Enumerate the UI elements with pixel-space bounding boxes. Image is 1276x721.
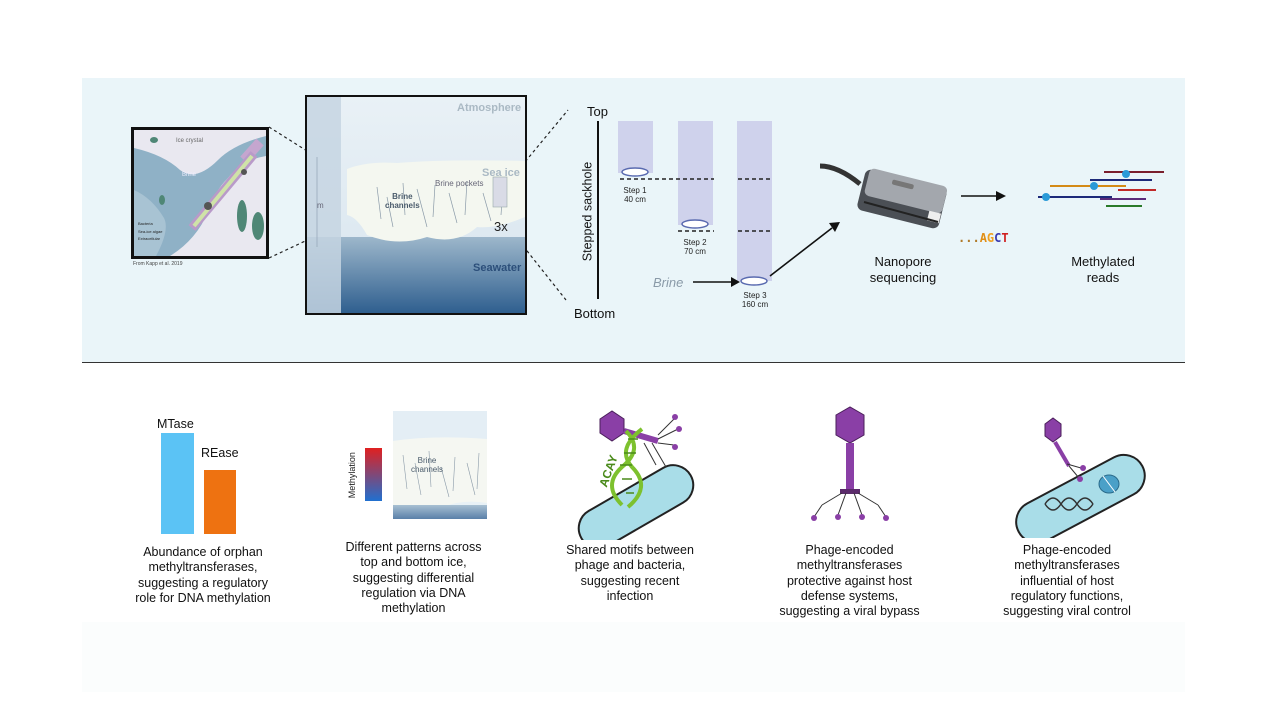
sackhole-axis-line — [597, 121, 599, 299]
inset-legend: Bacteria Sea-ice algae Extracellular — [138, 221, 186, 242]
sea-ice-block-illustration — [307, 97, 525, 313]
step-3-depth: 160 cm — [741, 300, 769, 310]
step-2-depth: 70 cm — [684, 247, 706, 257]
dna-base-c: C — [994, 231, 1002, 245]
caption-line: regulatory functions, — [1010, 588, 1124, 603]
brine-label: Brine — [182, 172, 197, 178]
caption-line: protective against host — [786, 573, 913, 588]
caption-line: role for DNA methylation — [135, 590, 271, 605]
caption-line: influential of host — [1020, 573, 1114, 588]
mtase-bar — [161, 433, 194, 534]
depth-marker-label: m — [317, 201, 324, 210]
sea-ice-microscale-inset: Ice crystal Brine Bacteria Sea-ice algae… — [131, 127, 269, 259]
sackhole-column-2 — [678, 121, 713, 225]
step-2-label: Step 2 70 cm — [672, 238, 718, 256]
caption-line: suggesting a viral bypass — [779, 604, 920, 618]
mini-brine-channels-label: Brine channels — [411, 456, 444, 475]
brine-pockets-label: Brine pockets — [435, 179, 484, 188]
brine-channels-line-1: Brine — [392, 192, 413, 201]
phage-dna-bacterium-illustration — [577, 410, 695, 540]
methylated-reads-icon — [1038, 170, 1164, 207]
legend-algae: Sea-ice algae — [138, 228, 163, 234]
brine-flow-label: Brine — [653, 275, 684, 290]
magnification-label: 3x — [494, 219, 508, 234]
caption-line: methyltransferases — [1014, 558, 1120, 573]
section-divider — [82, 362, 1185, 363]
mini-brine-channels-illustration — [393, 411, 487, 519]
dna-base-g: G — [986, 231, 995, 245]
methylated-reads-line-1: Methylated — [1071, 254, 1135, 269]
mini-brine-line-1: Brine — [417, 456, 437, 465]
legend-bacteria: Bacteria — [138, 221, 153, 226]
phage-illustration — [811, 406, 889, 521]
atmosphere-label: Atmosphere — [457, 102, 522, 114]
brine-channels-line-2: channels — [385, 200, 420, 210]
step-3-name: Step 3 — [743, 291, 767, 300]
dna-sequence: ...AGCT — [958, 231, 1009, 245]
methylated-reads-label: Methylated reads — [1050, 254, 1156, 285]
sea-ice-label: Sea ice — [482, 167, 520, 179]
nanopore-label-line-1: Nanopore — [874, 254, 932, 269]
step-1-name: Step 1 — [623, 186, 647, 195]
caption-line: top and bottom ice, — [360, 555, 467, 570]
caption-line: Different patterns across — [345, 540, 482, 554]
ice-crystal-label: Ice crystal — [176, 138, 204, 144]
caption-line: suggesting differential — [352, 570, 475, 585]
caption-line: suggesting a regulatory — [138, 575, 268, 590]
inset-credit: From Kapp et al. 2019 — [133, 261, 183, 267]
nanopore-label-line-2: sequencing — [869, 269, 937, 285]
step-1-depth: 40 cm — [624, 195, 646, 205]
rease-label: REase — [201, 446, 239, 460]
caption-line: methylation — [381, 601, 446, 615]
dna-prefix: ... — [958, 231, 980, 245]
dna-base-a: A — [979, 231, 987, 245]
sackhole-column-3 — [737, 121, 772, 281]
caption-line: methyltransferases, — [148, 560, 258, 575]
rease-bar — [204, 470, 236, 534]
nanopore-device-icon — [820, 163, 948, 229]
mtase-label: MTase — [157, 417, 194, 431]
caption-line: defense systems, — [800, 588, 899, 603]
caption-line: Phage-encoded — [805, 543, 894, 557]
caption-line: infection — [606, 588, 654, 603]
methylation-gradient-bar — [365, 448, 382, 501]
legend-extracellular: Extracellular — [138, 236, 161, 242]
caption-line: Phage-encoded — [1022, 543, 1112, 557]
mini-ice-section: Brine channels — [393, 411, 487, 519]
caption-line: regulation via DNA — [361, 585, 466, 600]
step-2-name: Step 2 — [683, 238, 707, 247]
sea-ice-cross-section: Atmosphere Sea ice Brine pockets Brine c… — [305, 95, 527, 315]
top-label: Top — [587, 104, 608, 119]
step-1-label: Step 1 40 cm — [612, 186, 658, 204]
caption-line: suggesting viral control — [1003, 604, 1131, 618]
nanopore-sequencing-label: Nanopore sequencing — [850, 254, 956, 285]
sackhole-column-1 — [618, 121, 653, 173]
bottom-panel-shade — [82, 622, 1185, 692]
dna-base-t: T — [1001, 231, 1009, 245]
caption-line: suggesting recent — [580, 573, 680, 588]
caption-line: Abundance of orphan — [143, 545, 263, 559]
phage-control-illustration — [1015, 417, 1146, 538]
mini-brine-line-2: channels — [411, 464, 444, 474]
caption-line: Shared motifs between — [566, 543, 694, 557]
methylated-reads-line-2: reads — [1086, 269, 1120, 285]
seawater-label: Seawater — [473, 262, 522, 274]
bottom-label: Bottom — [574, 306, 616, 321]
brine-channels-label: Brine channels — [385, 192, 420, 211]
step-3-label: Step 3 160 cm — [732, 291, 778, 309]
caption-line: phage and bacteria, — [574, 558, 686, 573]
brine-network-illustration — [134, 130, 266, 256]
methylation-axis-label: Methylation — [346, 452, 357, 499]
caption-line: methyltransferases — [796, 558, 903, 573]
